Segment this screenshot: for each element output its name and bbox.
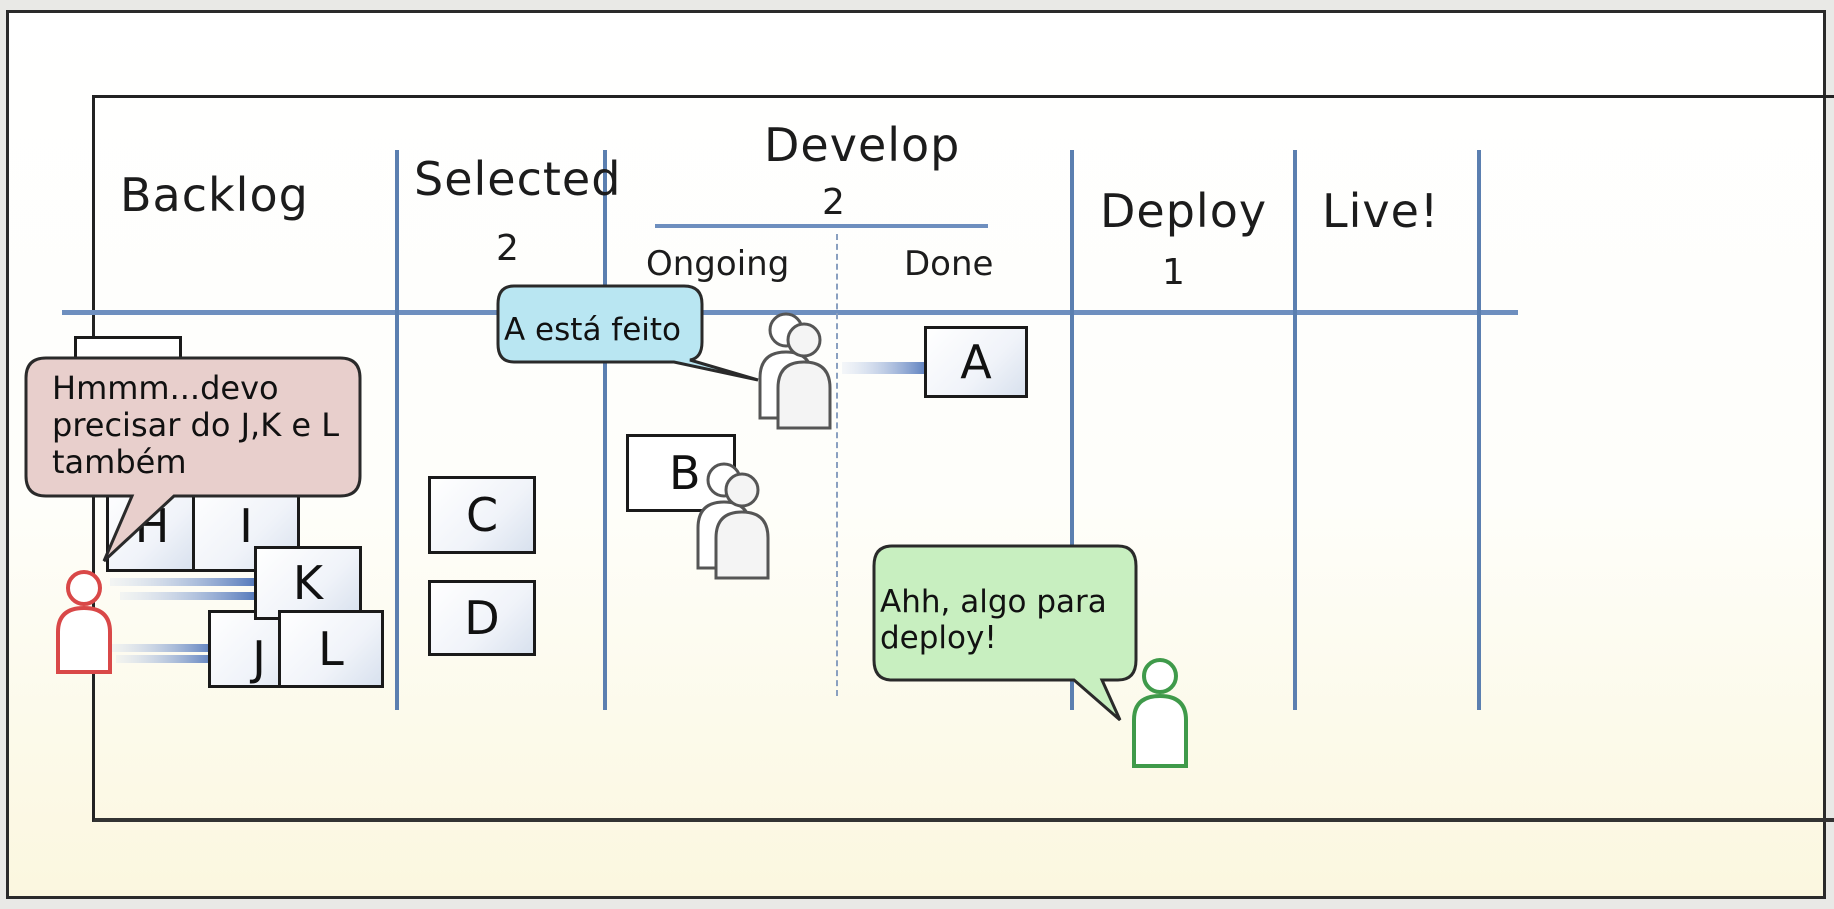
lane-divider-selected-develop <box>603 150 607 710</box>
card-d[interactable]: D <box>428 580 536 656</box>
developer-pair-bottom-icon <box>696 462 770 580</box>
speech-text-developer: A está feito <box>504 312 682 348</box>
column-title-deploy: Deploy <box>1100 184 1268 238</box>
develop-ongoing-done-divider <box>836 234 838 696</box>
card-l[interactable]: L <box>278 610 384 688</box>
motion-trail-j <box>110 644 220 663</box>
header-divider <box>62 310 1518 315</box>
speech-bubble-developer-shape <box>496 284 759 382</box>
lane-divider-develop-deploy <box>1070 150 1074 710</box>
card-k[interactable]: K <box>254 546 362 620</box>
motion-trail-k <box>110 578 260 600</box>
column-title-backlog: Backlog <box>120 168 309 222</box>
card-c[interactable]: C <box>428 476 536 554</box>
lane-divider-deploy-live <box>1293 150 1297 710</box>
speech-bubble-deployer-shape <box>872 544 1138 722</box>
column-title-selected: Selected <box>414 152 622 206</box>
speech-text-backlog: Hmmm...devo precisar do J,K e L também <box>52 369 340 481</box>
card-a[interactable]: A <box>924 326 1028 398</box>
subcolumn-title-ongoing: Ongoing <box>646 244 790 284</box>
speech-bubble-backlog-shape <box>24 356 362 563</box>
speech-text-deployer: Ahh, algo para deploy! <box>880 584 1107 656</box>
column-title-develop: Develop <box>764 118 961 172</box>
motion-trail-a <box>842 362 932 374</box>
deploy-wip-limit: 1 <box>1162 252 1185 293</box>
develop-wip-limit: 2 <box>822 182 845 223</box>
subcolumn-title-done: Done <box>904 244 994 284</box>
lane-divider-backlog-selected <box>395 150 399 710</box>
person-backlog-icon <box>56 570 112 674</box>
developer-pair-top-icon <box>758 312 832 430</box>
person-deployer-icon <box>1132 658 1188 768</box>
lane-divider-live-end <box>1477 150 1481 710</box>
column-title-live: Live! <box>1322 184 1440 238</box>
develop-underline <box>655 224 988 228</box>
selected-wip-limit: 2 <box>496 228 519 269</box>
